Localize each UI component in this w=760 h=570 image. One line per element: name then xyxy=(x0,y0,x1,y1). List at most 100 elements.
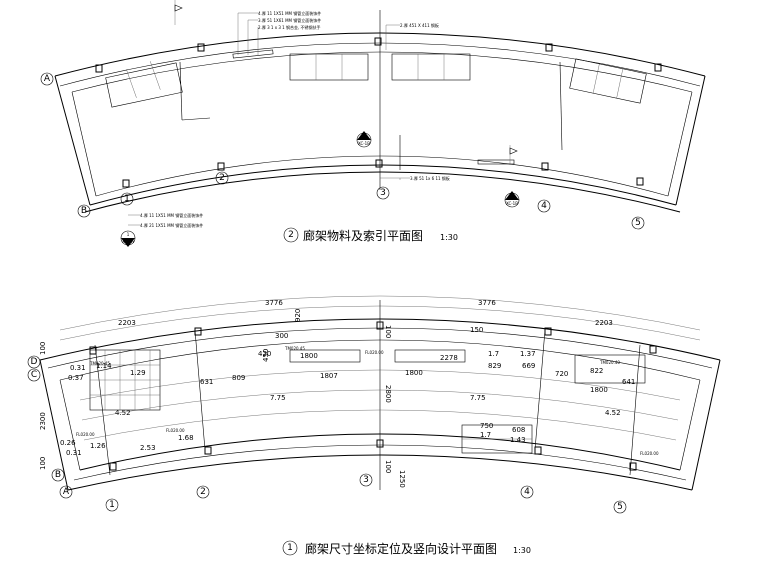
top-arc-lower-b xyxy=(95,155,669,197)
top-note-3: 2.厚 3 1 x 3 1 钢合金, 不锈钢扶手 xyxy=(258,24,321,30)
top-axis-2: 2 xyxy=(215,171,229,185)
elev-4: FL020.00 xyxy=(76,432,95,437)
top-note-7: 3.厚 51 1x 6 11 钢板 xyxy=(410,175,450,181)
bottom-axis-2: 2 xyxy=(196,485,210,499)
dim-misc-32: 0.31 xyxy=(70,364,86,372)
top-right-inner-edge xyxy=(667,91,693,197)
bottom-dim-arc-1 xyxy=(59,295,701,331)
dim-misc-6: 829 xyxy=(488,362,501,370)
svg-text:B: B xyxy=(55,470,61,480)
dim-bay-1: 4.52 xyxy=(115,409,131,417)
dim-center-v-2: 2800 xyxy=(384,385,392,403)
top-note-6: 4.厚 21 1X51 MM 钢管立面装饰件 xyxy=(140,222,203,228)
dim-misc-7: 669 xyxy=(522,362,535,370)
section-mark-ref: XC-1A xyxy=(122,239,134,244)
dim-misc-19: 0.31 xyxy=(66,449,82,457)
top-benches xyxy=(105,53,647,108)
dim-center-v-3: 100 xyxy=(384,460,392,473)
top-plan-scale: 1:30 xyxy=(440,233,458,242)
dim-misc-26: 150 xyxy=(470,326,483,334)
bottom-axis-a: A xyxy=(59,485,73,499)
section-mark-ref: XC-1B xyxy=(506,201,518,206)
svg-text:B: B xyxy=(81,206,87,216)
elev-7: FL020.00 xyxy=(365,350,384,355)
elev-6: FL020.00 xyxy=(640,451,659,456)
dim-misc-24: 300 xyxy=(275,332,288,340)
bottom-posts xyxy=(89,321,657,471)
top-axis-b: B xyxy=(77,204,91,218)
dim-misc-28: 420 xyxy=(258,350,271,358)
dim-misc-12: 1.43 xyxy=(510,436,526,444)
svg-text:1: 1 xyxy=(124,194,130,204)
top-inner-line-1 xyxy=(179,61,183,121)
top-section-mark-2: 3 XC-1B xyxy=(504,191,520,208)
bottom-axis-1: 1 xyxy=(105,498,119,512)
dim-center-v-4: 1250 xyxy=(398,470,406,488)
bottom-right-detail xyxy=(574,354,646,384)
top-section-mark-1: 2 XC-1B xyxy=(356,131,372,148)
dim-center-v-1: 100 xyxy=(384,325,392,338)
elev-5: FL020.00 xyxy=(166,428,185,433)
dim-misc-4: 1800 xyxy=(590,386,608,394)
svg-text:4: 4 xyxy=(541,201,547,211)
top-axis-1: 1 xyxy=(120,192,134,206)
bottom-grid xyxy=(79,300,681,490)
top-strip-1 xyxy=(232,49,274,59)
top-axis-4: 4 xyxy=(537,199,551,213)
top-note-2: 3.厚 51 1X61 MM 钢管立面装饰件 xyxy=(258,17,321,23)
bottom-axis-3: 3 xyxy=(359,473,373,487)
dim-misc-14: 608 xyxy=(512,426,525,434)
bottom-axis-d: D xyxy=(27,355,41,369)
top-left-edge xyxy=(54,75,91,206)
dim-top-inner-right: 2203 xyxy=(595,319,613,327)
svg-text:3: 3 xyxy=(380,188,386,198)
top-plan: 4.厚 11 1X51 MM 钢管立面装饰件 3.厚 51 1X61 MM 钢管… xyxy=(40,0,706,247)
top-axis-a: A xyxy=(40,72,54,86)
dim-misc-17: 1.14 xyxy=(96,362,112,370)
bottom-right-inner xyxy=(679,379,701,471)
dim-top-outer-left: 3776 xyxy=(265,299,283,307)
top-axis-5: 5 xyxy=(631,216,645,230)
dim-bay-2: 7.75 xyxy=(270,394,286,402)
svg-text:1: 1 xyxy=(109,500,115,510)
bottom-plan-number: 1 xyxy=(287,543,293,553)
bottom-bench-2 xyxy=(394,349,466,363)
svg-text:5: 5 xyxy=(617,502,623,512)
dim-misc-29: 720 xyxy=(555,370,568,378)
dim-misc-10: 1.37 xyxy=(520,350,536,358)
top-inner-line-2 xyxy=(181,117,211,121)
dim-left-v-3: 100 xyxy=(39,457,47,470)
dim-misc-23: 0.26 xyxy=(60,439,76,447)
bottom-axis-5: 5 xyxy=(613,500,627,514)
dim-misc-5: 2278 xyxy=(440,354,458,362)
dim-misc-20: 2.53 xyxy=(140,444,156,452)
dim-misc-27: 450 xyxy=(262,349,270,362)
svg-text:A: A xyxy=(63,487,70,497)
section-mark-num: 2 xyxy=(363,134,366,139)
svg-text:2: 2 xyxy=(200,487,206,497)
svg-text:A: A xyxy=(44,74,51,84)
svg-text:2: 2 xyxy=(219,173,225,183)
top-leaders xyxy=(128,0,518,226)
dim-misc-1: 1800 xyxy=(300,352,318,360)
top-arc-inner-top xyxy=(71,51,693,93)
bottom-axis-b: B xyxy=(51,468,65,482)
bottom-axis-4: 4 xyxy=(520,485,534,499)
dim-misc-21: 1.26 xyxy=(90,442,106,450)
dim-misc-30: 641 xyxy=(622,378,635,386)
svg-text:D: D xyxy=(31,357,38,367)
top-plan-number: 2 xyxy=(288,230,294,240)
section-mark-num: 3 xyxy=(511,194,514,199)
top-note-5: 4.厚 11 1X51 MM 钢管立面装饰件 xyxy=(140,212,203,218)
top-plan-title-block: 2 廊架物料及索引平面图 1:30 xyxy=(283,227,458,243)
bottom-plan: 3776 3776 2203 2203 4.52 7.75 7.75 4.52 … xyxy=(27,295,721,556)
dim-misc-15: 809 xyxy=(232,374,245,382)
top-left-inner-edge xyxy=(71,91,97,197)
top-note-4: 2.厚 451 X 411 钢板 xyxy=(400,22,439,28)
dim-top-outer-right: 3776 xyxy=(478,299,496,307)
elev-3: TM020.40 xyxy=(599,360,620,365)
dim-misc-31: 1.29 xyxy=(130,369,146,377)
dim-misc-18: 0.37 xyxy=(68,374,84,382)
top-inner-line-3 xyxy=(559,61,563,151)
